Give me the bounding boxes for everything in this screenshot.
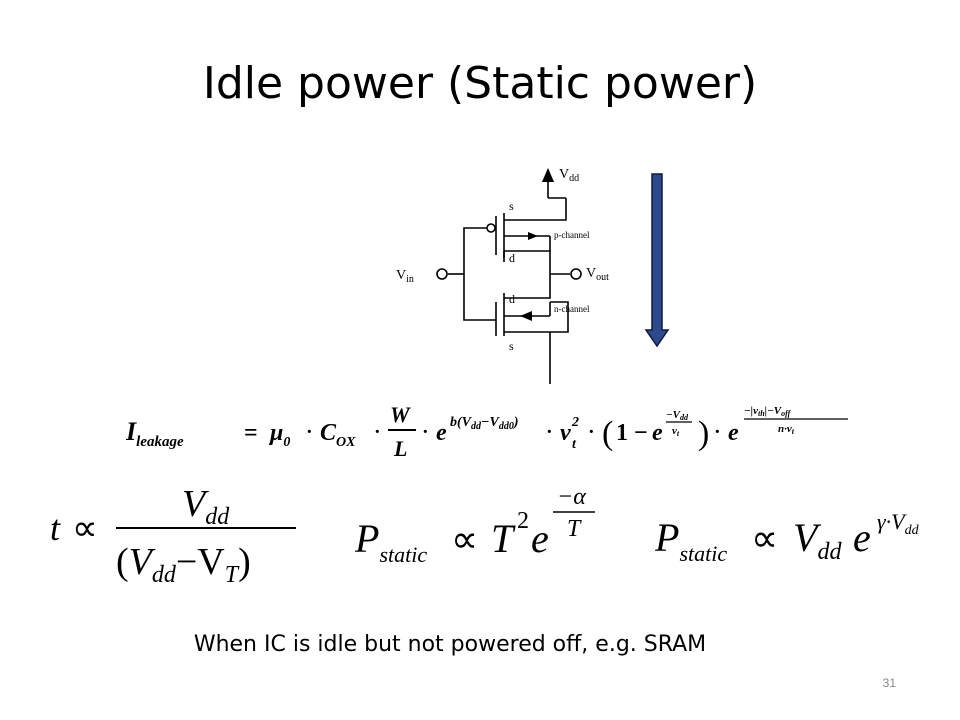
- leak-e3: e: [728, 420, 739, 446]
- pmos-arrow: [528, 232, 538, 240]
- nmos-drain-label: d: [509, 292, 515, 306]
- leak-l: L: [393, 436, 407, 461]
- leak-mu: μ0: [268, 420, 290, 450]
- pv-e: e: [853, 515, 871, 560]
- n-channel-label: n-channel: [554, 304, 590, 314]
- down-arrow-icon: [644, 173, 670, 348]
- gate-wire: [463, 227, 496, 321]
- leak-minus: −: [634, 420, 648, 446]
- vin-label: Vin: [396, 268, 414, 285]
- leak-exp2-den: vt: [672, 425, 680, 438]
- pv-exp: γ·Vdd: [877, 509, 920, 538]
- pmos-drain-label: d: [509, 251, 515, 265]
- time-den: (Vdd−VT): [116, 541, 251, 588]
- delay-equation: t ∝ Vdd (Vdd−VT): [50, 483, 296, 588]
- pmos-gate-bubble: [486, 223, 496, 233]
- leak-cox: COX: [320, 420, 356, 450]
- leak-vt: v: [560, 420, 571, 446]
- p-channel-label: p-channel: [554, 230, 590, 240]
- caption-text: When IC is idle but not powered off, e.g…: [193, 632, 707, 657]
- nmos-arrow: [520, 311, 532, 321]
- vin-terminal: [436, 268, 448, 280]
- leak-exp2-num: −Vdd: [666, 409, 689, 422]
- vdd-arrowhead: [542, 168, 554, 182]
- leak-one: 1: [616, 420, 628, 446]
- pv-p: Pstatic: [655, 515, 727, 566]
- svg-text:·: ·: [714, 421, 721, 443]
- leakage-current-equation: Ileakage = μ0 · COX · W L · e b(Vdd−Vdd0…: [126, 402, 848, 461]
- pstatic-temperature-equation: Pstatic ∝ T 2 e −α T: [355, 484, 595, 567]
- leak-e1: e: [436, 420, 447, 446]
- slide-title: Idle power (Static power): [202, 58, 758, 109]
- time-num: Vdd: [182, 483, 230, 530]
- leak-exp3-num: −|vth|−Voff: [744, 405, 792, 418]
- vdd-label: Vdd: [559, 167, 579, 184]
- down-arrow-shape: [644, 173, 670, 348]
- time-t: t: [50, 508, 61, 548]
- pv-prop: ∝: [751, 518, 778, 560]
- svg-text:): ): [698, 415, 709, 452]
- leak-equals: =: [244, 420, 258, 446]
- cmos-inverter-diagram: Vdd Vin Vout s d d s p-channel n-channel: [396, 167, 609, 384]
- svg-text:·: ·: [374, 421, 381, 443]
- leak-vt-sup: 2: [571, 415, 579, 430]
- drain-wire: [504, 251, 551, 299]
- time-prop: ∝: [72, 508, 98, 548]
- svg-text:·: ·: [306, 421, 313, 443]
- pstatic-voltage-equation: Pstatic ∝ Vdd e γ·Vdd: [655, 509, 920, 566]
- pt-p: Pstatic: [355, 516, 427, 567]
- svg-text:·: ·: [546, 421, 553, 443]
- pv-v: Vdd: [793, 515, 842, 565]
- page-number: 31: [882, 676, 896, 690]
- leak-exp3-den: n·vt: [778, 423, 795, 436]
- pt-prop: ∝: [451, 519, 478, 561]
- pt-t: T: [491, 516, 516, 561]
- slide-caption: When IC is idle but not powered off, e.g…: [0, 632, 900, 657]
- vout-label: Vout: [586, 266, 609, 283]
- leak-e2: e: [652, 420, 663, 446]
- leak-lhs: Ileakage: [126, 417, 184, 450]
- pt-exp-num: −α: [557, 484, 586, 510]
- pmos-source-label: s: [509, 199, 514, 213]
- svg-text:(: (: [602, 415, 613, 452]
- leak-exp1: b(Vdd−Vdd0): [450, 415, 519, 432]
- leak-vt-sub: t: [572, 437, 577, 452]
- pmos-source-wire: [504, 198, 567, 221]
- leak-w: W: [390, 402, 411, 427]
- svg-text:·: ·: [588, 421, 595, 443]
- pt-t-sup: 2: [517, 508, 529, 534]
- pt-e: e: [531, 516, 549, 561]
- pt-exp-den: T: [567, 516, 582, 542]
- nmos-source-label: s: [509, 339, 514, 353]
- svg-text:·: ·: [422, 421, 429, 443]
- vout-terminal: [570, 268, 582, 280]
